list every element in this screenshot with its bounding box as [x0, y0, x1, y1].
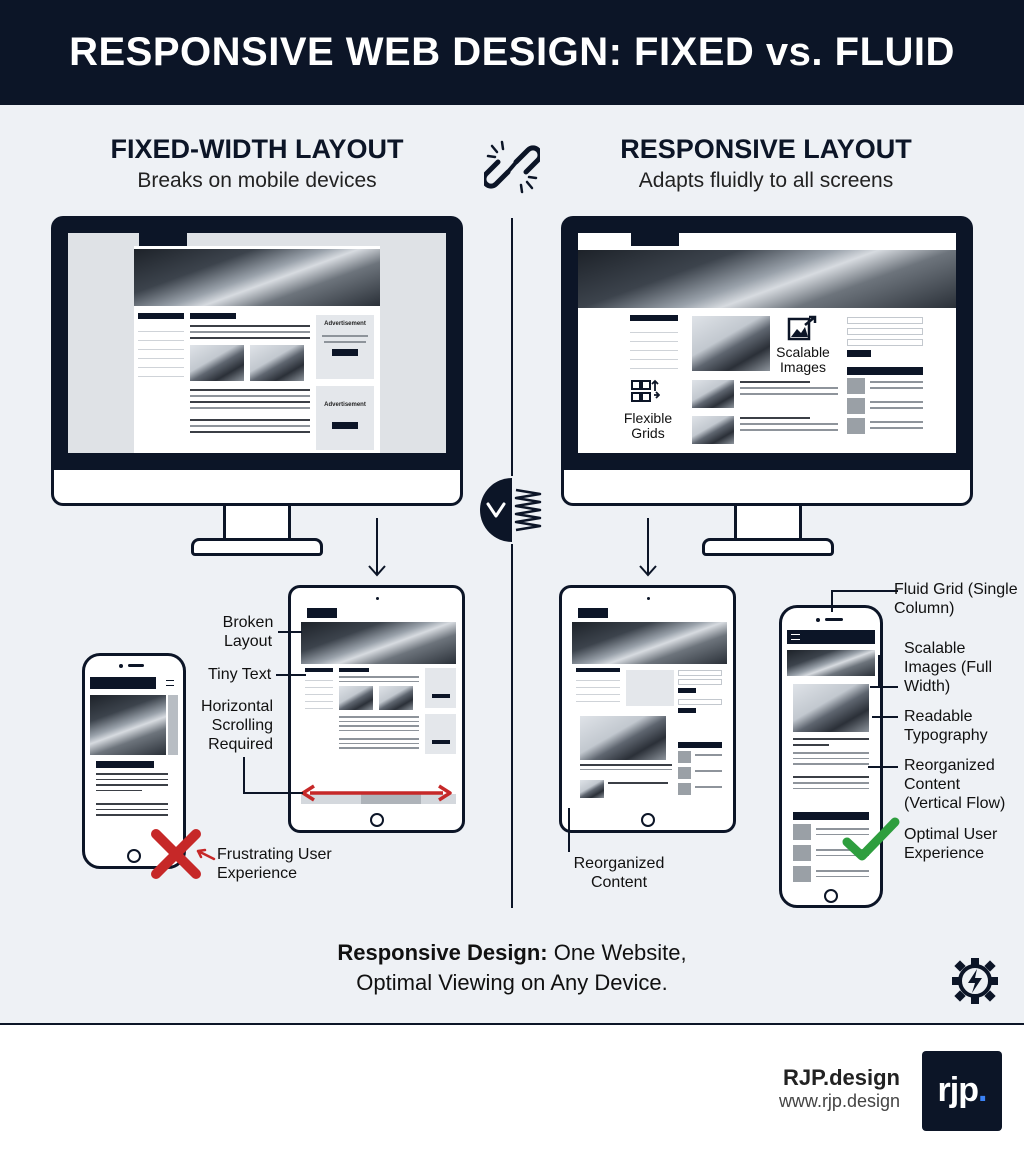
- annotation-reorganized-vertical: Reorganized Content (Vertical Flow): [904, 757, 1006, 812]
- footer: RJP.design www.rjp.design: [0, 1025, 1024, 1154]
- responsive-hero-image: [578, 250, 956, 308]
- annotation-scalable-images: Scalable Images (Full Width): [904, 640, 993, 695]
- annotation-reorganized-content: Reorganized Content: [573, 855, 665, 891]
- fixed-monitor-neck: [223, 506, 291, 544]
- leader-readable-typography: [872, 716, 898, 718]
- leader-scalable-vertical: [878, 655, 880, 687]
- fixed-monitor-stand: [191, 538, 323, 556]
- responsive-tablet: [559, 585, 736, 833]
- scalable-image-icon: [787, 315, 817, 341]
- responsive-monitor-neck: [734, 506, 802, 544]
- page-title: RESPONSIVE WEB DESIGN: FIXED vs. FLUID: [69, 30, 955, 74]
- leader-broken-layout: [278, 631, 302, 633]
- footer-brand: RJP.design: [783, 1065, 900, 1090]
- header-bar: RESPONSIVE WEB DESIGN: FIXED vs. FLUID: [0, 0, 1024, 105]
- annotation-tiny-text: Tiny Text: [208, 666, 272, 683]
- leader-fluid-grid: [831, 590, 898, 592]
- annotation-horizontal-scrolling: Horizontal Scrolling Required: [200, 698, 273, 753]
- horizontal-scroll-arrow-icon: [301, 784, 452, 802]
- tagline-line1: One Website,: [547, 940, 687, 965]
- center-divider-bottom: [511, 544, 513, 908]
- fixed-monitor-screen: Advertisement Advertisement: [68, 233, 446, 453]
- gear-bolt-icon: [952, 958, 998, 1004]
- left-column-subtitle: Breaks on mobile devices: [137, 169, 377, 192]
- fixed-tablet-screen: [301, 608, 456, 804]
- leader-tiny-text: [276, 674, 306, 676]
- ad-title-2: Advertisement: [324, 402, 366, 408]
- logo-dot: .: [978, 1071, 988, 1109]
- tagline-emphasis: Responsive Design:: [337, 940, 548, 965]
- broken-link-icon: [484, 140, 540, 194]
- right-column-subtitle: Adapts fluidly to all screens: [638, 169, 894, 192]
- center-divider-top: [511, 218, 513, 476]
- footer-url[interactable]: www.rjp.design: [778, 1091, 900, 1111]
- footer-divider: [0, 1023, 1024, 1025]
- frustration-arrow-icon: [196, 848, 216, 861]
- tagline-line2: Optimal Viewing on Any Device.: [356, 970, 668, 995]
- fixed-hero-image: [134, 249, 380, 306]
- ad-title-1: Advertisement: [324, 321, 366, 327]
- flexible-grids-label: Flexible Grids: [623, 410, 673, 441]
- leader-scroll-vertical: [243, 757, 245, 793]
- leader-fluid-grid-vertical: [831, 590, 833, 612]
- responsive-monitor-stand: [702, 538, 834, 556]
- scalable-images-label: Scalable Images: [776, 344, 830, 375]
- down-arrow-left: [368, 518, 386, 577]
- fixed-width-monitor: Advertisement Advertisement: [51, 216, 463, 506]
- responsive-monitor: Scalable Images Flexible Grids: [561, 216, 973, 506]
- fixed-phone: [82, 653, 186, 869]
- leader-scalable-images: [870, 686, 898, 688]
- fixed-page-canvas: Advertisement Advertisement: [134, 246, 380, 453]
- annotation-frustrating: Frustrating User Experience: [217, 846, 332, 882]
- responsive-phone-screen: [787, 630, 875, 882]
- red-x-icon: [151, 829, 201, 879]
- leader-scroll-horizontal: [243, 792, 303, 794]
- fixed-phone-screen: [90, 677, 178, 840]
- flexible-grid-icon: [631, 379, 660, 402]
- responsive-badge-icon: [480, 478, 542, 542]
- leader-reorganized-content: [868, 766, 898, 768]
- logo-text: rjp: [937, 1071, 979, 1109]
- right-column-title: RESPONSIVE LAYOUT: [620, 134, 912, 164]
- annotation-broken-layout: Broken Layout: [222, 614, 274, 650]
- annotation-fluid-grid: Fluid Grid (Single Column): [894, 581, 1018, 617]
- left-column-title: FIXED-WIDTH LAYOUT: [110, 134, 404, 164]
- down-arrow-right: [639, 518, 657, 577]
- leader-reorganized-vertical: [568, 808, 570, 852]
- green-check-icon: [842, 817, 900, 861]
- rjp-logo: rjp.: [922, 1051, 1002, 1131]
- responsive-phone: [779, 605, 883, 908]
- responsive-tablet-screen: [572, 608, 727, 804]
- responsive-monitor-screen: Scalable Images Flexible Grids: [578, 233, 956, 453]
- bottom-tagline: Responsive Design: One Website, Optimal …: [262, 938, 762, 998]
- annotation-readable-typography: Readable Typography: [904, 708, 988, 744]
- annotation-optimal-ux: Optimal User Experience: [904, 826, 998, 862]
